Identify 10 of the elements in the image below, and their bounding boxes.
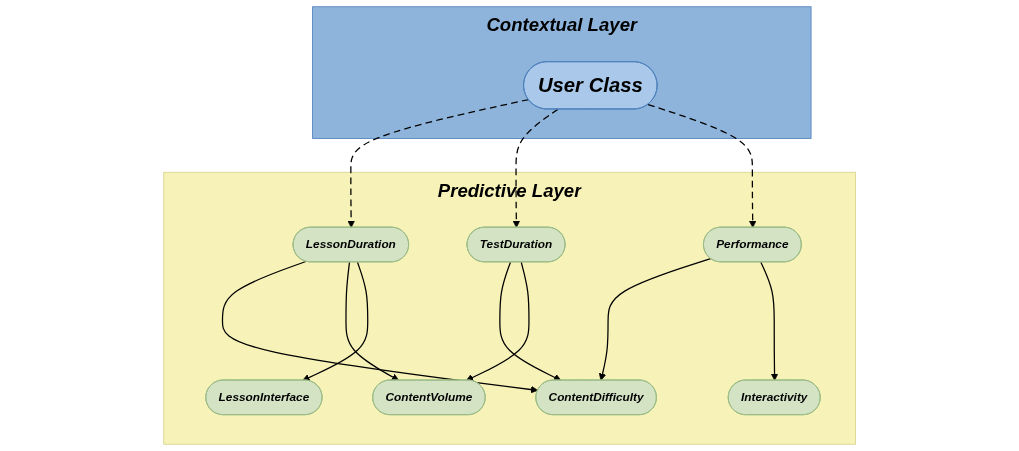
arrow	[465, 261, 530, 381]
arrow	[647, 103, 757, 228]
arrow	[512, 108, 559, 228]
arrow	[499, 261, 562, 381]
arrow	[221, 260, 539, 394]
arrow	[302, 261, 369, 382]
arrow	[345, 261, 399, 381]
arrow	[598, 258, 712, 381]
arrow	[760, 261, 779, 381]
arrow	[347, 98, 530, 228]
